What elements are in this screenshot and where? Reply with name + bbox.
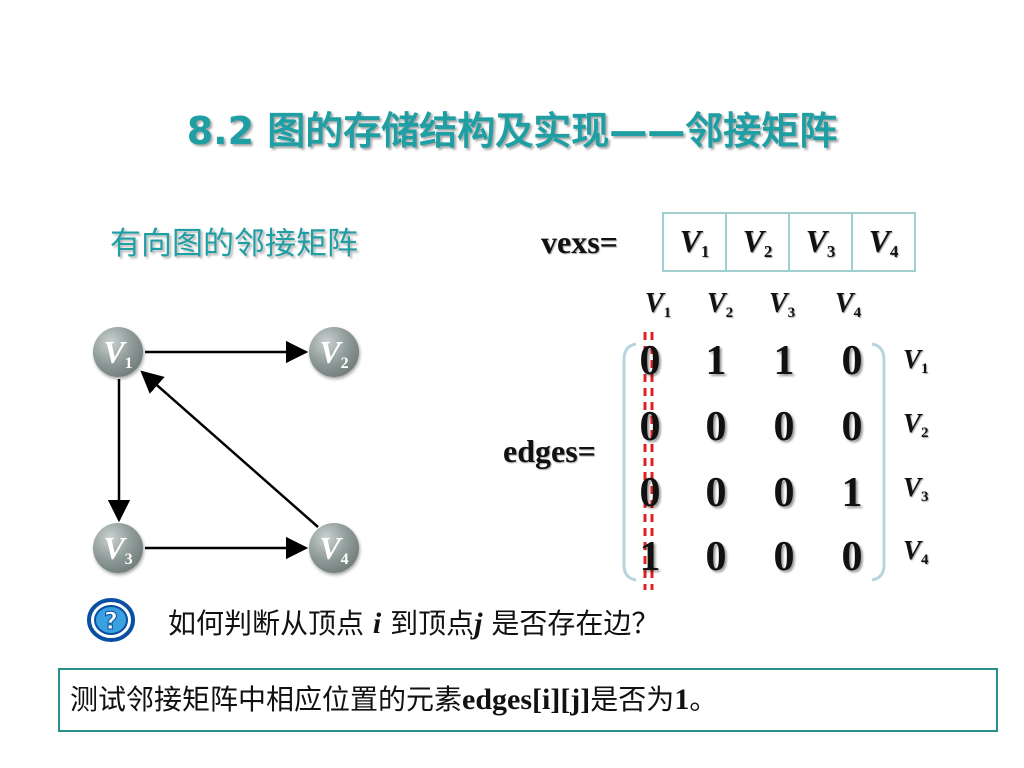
edges-col-header-2: V2 bbox=[706, 288, 734, 321]
matrix-cell: 0 bbox=[705, 470, 727, 516]
vexs-cell-1: V1 bbox=[662, 212, 727, 272]
matrix-cell: 1 bbox=[639, 534, 661, 580]
matrix-cell: 0 bbox=[841, 338, 863, 384]
svg-text:?: ? bbox=[104, 607, 118, 635]
matrix-cell: 0 bbox=[841, 534, 863, 580]
matrix-cell: 0 bbox=[705, 534, 727, 580]
edge-v4-v1 bbox=[140, 370, 319, 528]
graph-node-v3: V3 bbox=[93, 523, 143, 573]
graph-node-v4: V4 bbox=[309, 523, 359, 573]
slide-subtitle: 有向图的邻接矩阵 bbox=[110, 226, 358, 262]
vexs-label: vexs= bbox=[541, 224, 618, 260]
graph-node-v2: V2 bbox=[309, 327, 359, 377]
matrix-cell: 0 bbox=[639, 470, 661, 516]
edges-row-header-1: V1 bbox=[903, 344, 929, 377]
matrix-cell: 0 bbox=[705, 404, 727, 450]
question-text: 如何判断从顶点 i 到顶点j 是否存在边？ bbox=[168, 607, 660, 640]
matrix-cell: 0 bbox=[773, 404, 795, 450]
slide-title: 8.2 图的存储结构及实现——邻接矩阵 bbox=[186, 109, 838, 153]
vexs-array: V1 V2 V3 V4 bbox=[662, 212, 916, 272]
matrix-cell: 1 bbox=[841, 470, 863, 516]
edges-col-header-1: V1 bbox=[644, 288, 672, 321]
matrix-cell: 0 bbox=[773, 470, 795, 516]
matrix-cell: 0 bbox=[841, 404, 863, 450]
question-icon: ? bbox=[87, 598, 135, 642]
edges-row-header-3: V3 bbox=[903, 472, 929, 505]
vexs-cell-2: V2 bbox=[725, 212, 790, 272]
edges-col-header-3: V3 bbox=[768, 288, 796, 321]
vexs-cell-4: V4 bbox=[851, 212, 916, 272]
edges-col-header-4: V4 bbox=[834, 288, 862, 321]
edges-row-header-2: V2 bbox=[903, 408, 929, 441]
matrix-left-bracket bbox=[622, 342, 637, 582]
matrix-cell: 0 bbox=[639, 404, 661, 450]
graph-node-v1: V1 bbox=[93, 327, 143, 377]
matrix-cell: 0 bbox=[773, 534, 795, 580]
answer-text: 测试邻接矩阵中相应位置的元素edges[i][j]是否为1。 bbox=[70, 683, 718, 716]
answer-box bbox=[58, 668, 998, 732]
matrix-cell: 1 bbox=[705, 338, 727, 384]
matrix-cell: 0 bbox=[639, 338, 661, 384]
edges-row-header-4: V4 bbox=[903, 535, 929, 568]
matrix-cell: 1 bbox=[773, 338, 795, 384]
edges-label: edges= bbox=[503, 433, 596, 469]
vexs-cell-3: V3 bbox=[788, 212, 853, 272]
matrix-right-bracket bbox=[871, 342, 886, 582]
